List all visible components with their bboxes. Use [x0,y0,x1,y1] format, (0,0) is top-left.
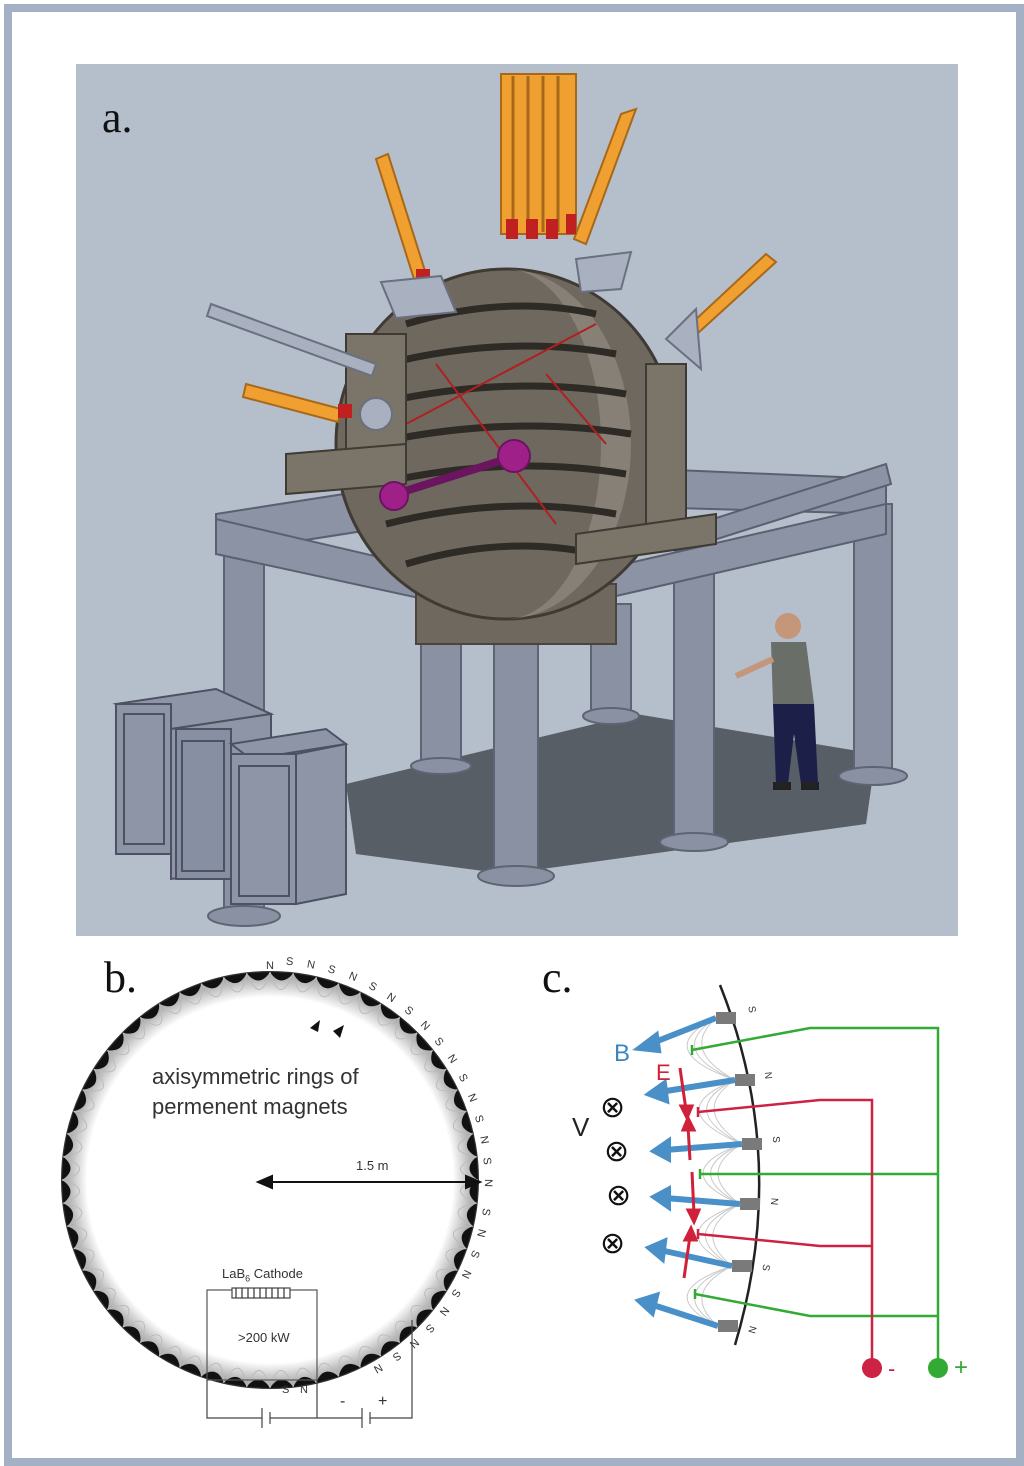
magnets-description-2: permenent magnets [152,1094,348,1119]
pole-label-bottom-s: S [282,1384,290,1396]
out-of-page-symbol-4: ⊗ [600,1227,626,1260]
radius-label: 1.5 m [356,1158,389,1173]
magnets-description-1: axisymmetric rings of [152,1064,359,1089]
panel-a-label: a. [102,93,133,142]
rim-pole-label: S [480,1157,494,1166]
red-probe-ends [338,214,576,418]
floor-shadow [346,714,876,874]
grey-probe [205,250,703,431]
positive-sign: + [954,1354,969,1381]
rim-pole-label: N [481,1179,495,1188]
out-of-page-symbol-3: ⊗ [606,1179,632,1212]
negative-sign: - [888,1356,896,1381]
pole-label-top-n: N [266,960,274,972]
device-rendering [112,73,908,927]
human-figure [734,613,819,790]
circuit-minus: - [340,1393,346,1410]
v-label: V [572,1112,590,1142]
panel-a-rendering [76,64,958,936]
power-label: >200 kW [238,1330,290,1345]
b-field-label: B [614,1040,631,1067]
wall-pole-s-3: S [759,1263,772,1272]
magenta-probe [379,439,531,511]
out-of-page-symbol-1: ⊗ [600,1091,626,1124]
panel-b-label: b. [104,953,137,1002]
orange-probes [241,73,778,424]
wall-pole-n-1: N [761,1071,774,1080]
rim-pole-label: S [478,1207,492,1217]
internal-probes [405,323,607,525]
power-cabinets [112,687,349,906]
chamber-flanges [285,333,717,566]
wall-pole-s-1: S [745,1005,758,1014]
rim-pole-label: S [285,955,294,969]
wall-pole-n-2: N [767,1197,780,1206]
out-of-page-symbol-2: ⊗ [604,1135,630,1168]
wall-pole-s-2: S [769,1136,781,1143]
pole-label-bottom-n: N [300,1384,308,1396]
cathode-label: LaB6 Cathode [222,1266,303,1284]
e-field-label: E [656,1060,671,1085]
circuit-plus: + [378,1393,388,1410]
panel-c-label: c. [542,953,573,1002]
